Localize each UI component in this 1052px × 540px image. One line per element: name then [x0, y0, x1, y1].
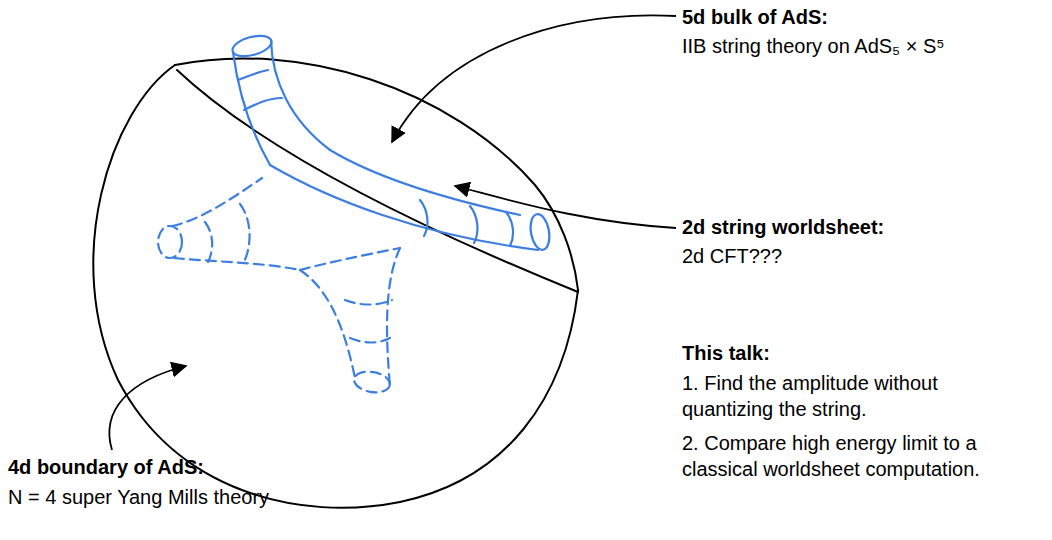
tube-edge	[387, 248, 400, 386]
tube-ring	[238, 70, 268, 80]
boundary-outline	[93, 65, 578, 508]
callout-text: 1. Find the amplitude without quantizing…	[682, 370, 1002, 422]
tube-edge	[233, 52, 270, 165]
tube-edge	[270, 165, 538, 250]
tube-edge	[271, 40, 520, 215]
callout-text: 2d CFT???	[682, 243, 782, 269]
cut-edge	[177, 70, 578, 292]
tube-ring	[300, 248, 400, 270]
tube-edge	[172, 178, 262, 226]
tube-ring	[506, 212, 513, 246]
leader-arrow	[109, 366, 186, 450]
callout-text: IIB string theory on AdS₅ × S⁵	[682, 33, 945, 59]
leader-arrow	[392, 15, 676, 142]
back-rim	[175, 58, 578, 290]
callout-heading: 5d bulk of AdS:	[682, 4, 828, 30]
callout-heading: This talk:	[682, 340, 770, 366]
tube-end	[353, 369, 392, 395]
tube-ring	[470, 206, 477, 243]
tube-ring	[205, 222, 212, 262]
tube-end	[528, 213, 552, 252]
tube-ring	[420, 200, 427, 236]
tube-ring	[240, 204, 250, 262]
callout-text: 2. Compare high energy limit to a classi…	[682, 430, 1012, 482]
tube-end	[230, 32, 273, 60]
tube-edge	[174, 258, 300, 270]
callout-text: N = 4 super Yang Mills theory	[8, 484, 269, 510]
tube-ring	[350, 338, 390, 343]
tube-ring	[244, 98, 282, 110]
callout-heading: 4d boundary of AdS:	[8, 454, 204, 480]
tube-ring	[345, 300, 392, 305]
string-worldsheet	[158, 32, 552, 395]
leader-arrow	[455, 186, 676, 228]
ads-ball	[93, 58, 578, 507]
leader-arrows	[109, 15, 676, 450]
tube-edge	[300, 270, 355, 378]
callout-heading: 2d string worldsheet:	[682, 214, 884, 240]
tube-end	[158, 226, 182, 258]
hidden-part	[158, 178, 400, 395]
